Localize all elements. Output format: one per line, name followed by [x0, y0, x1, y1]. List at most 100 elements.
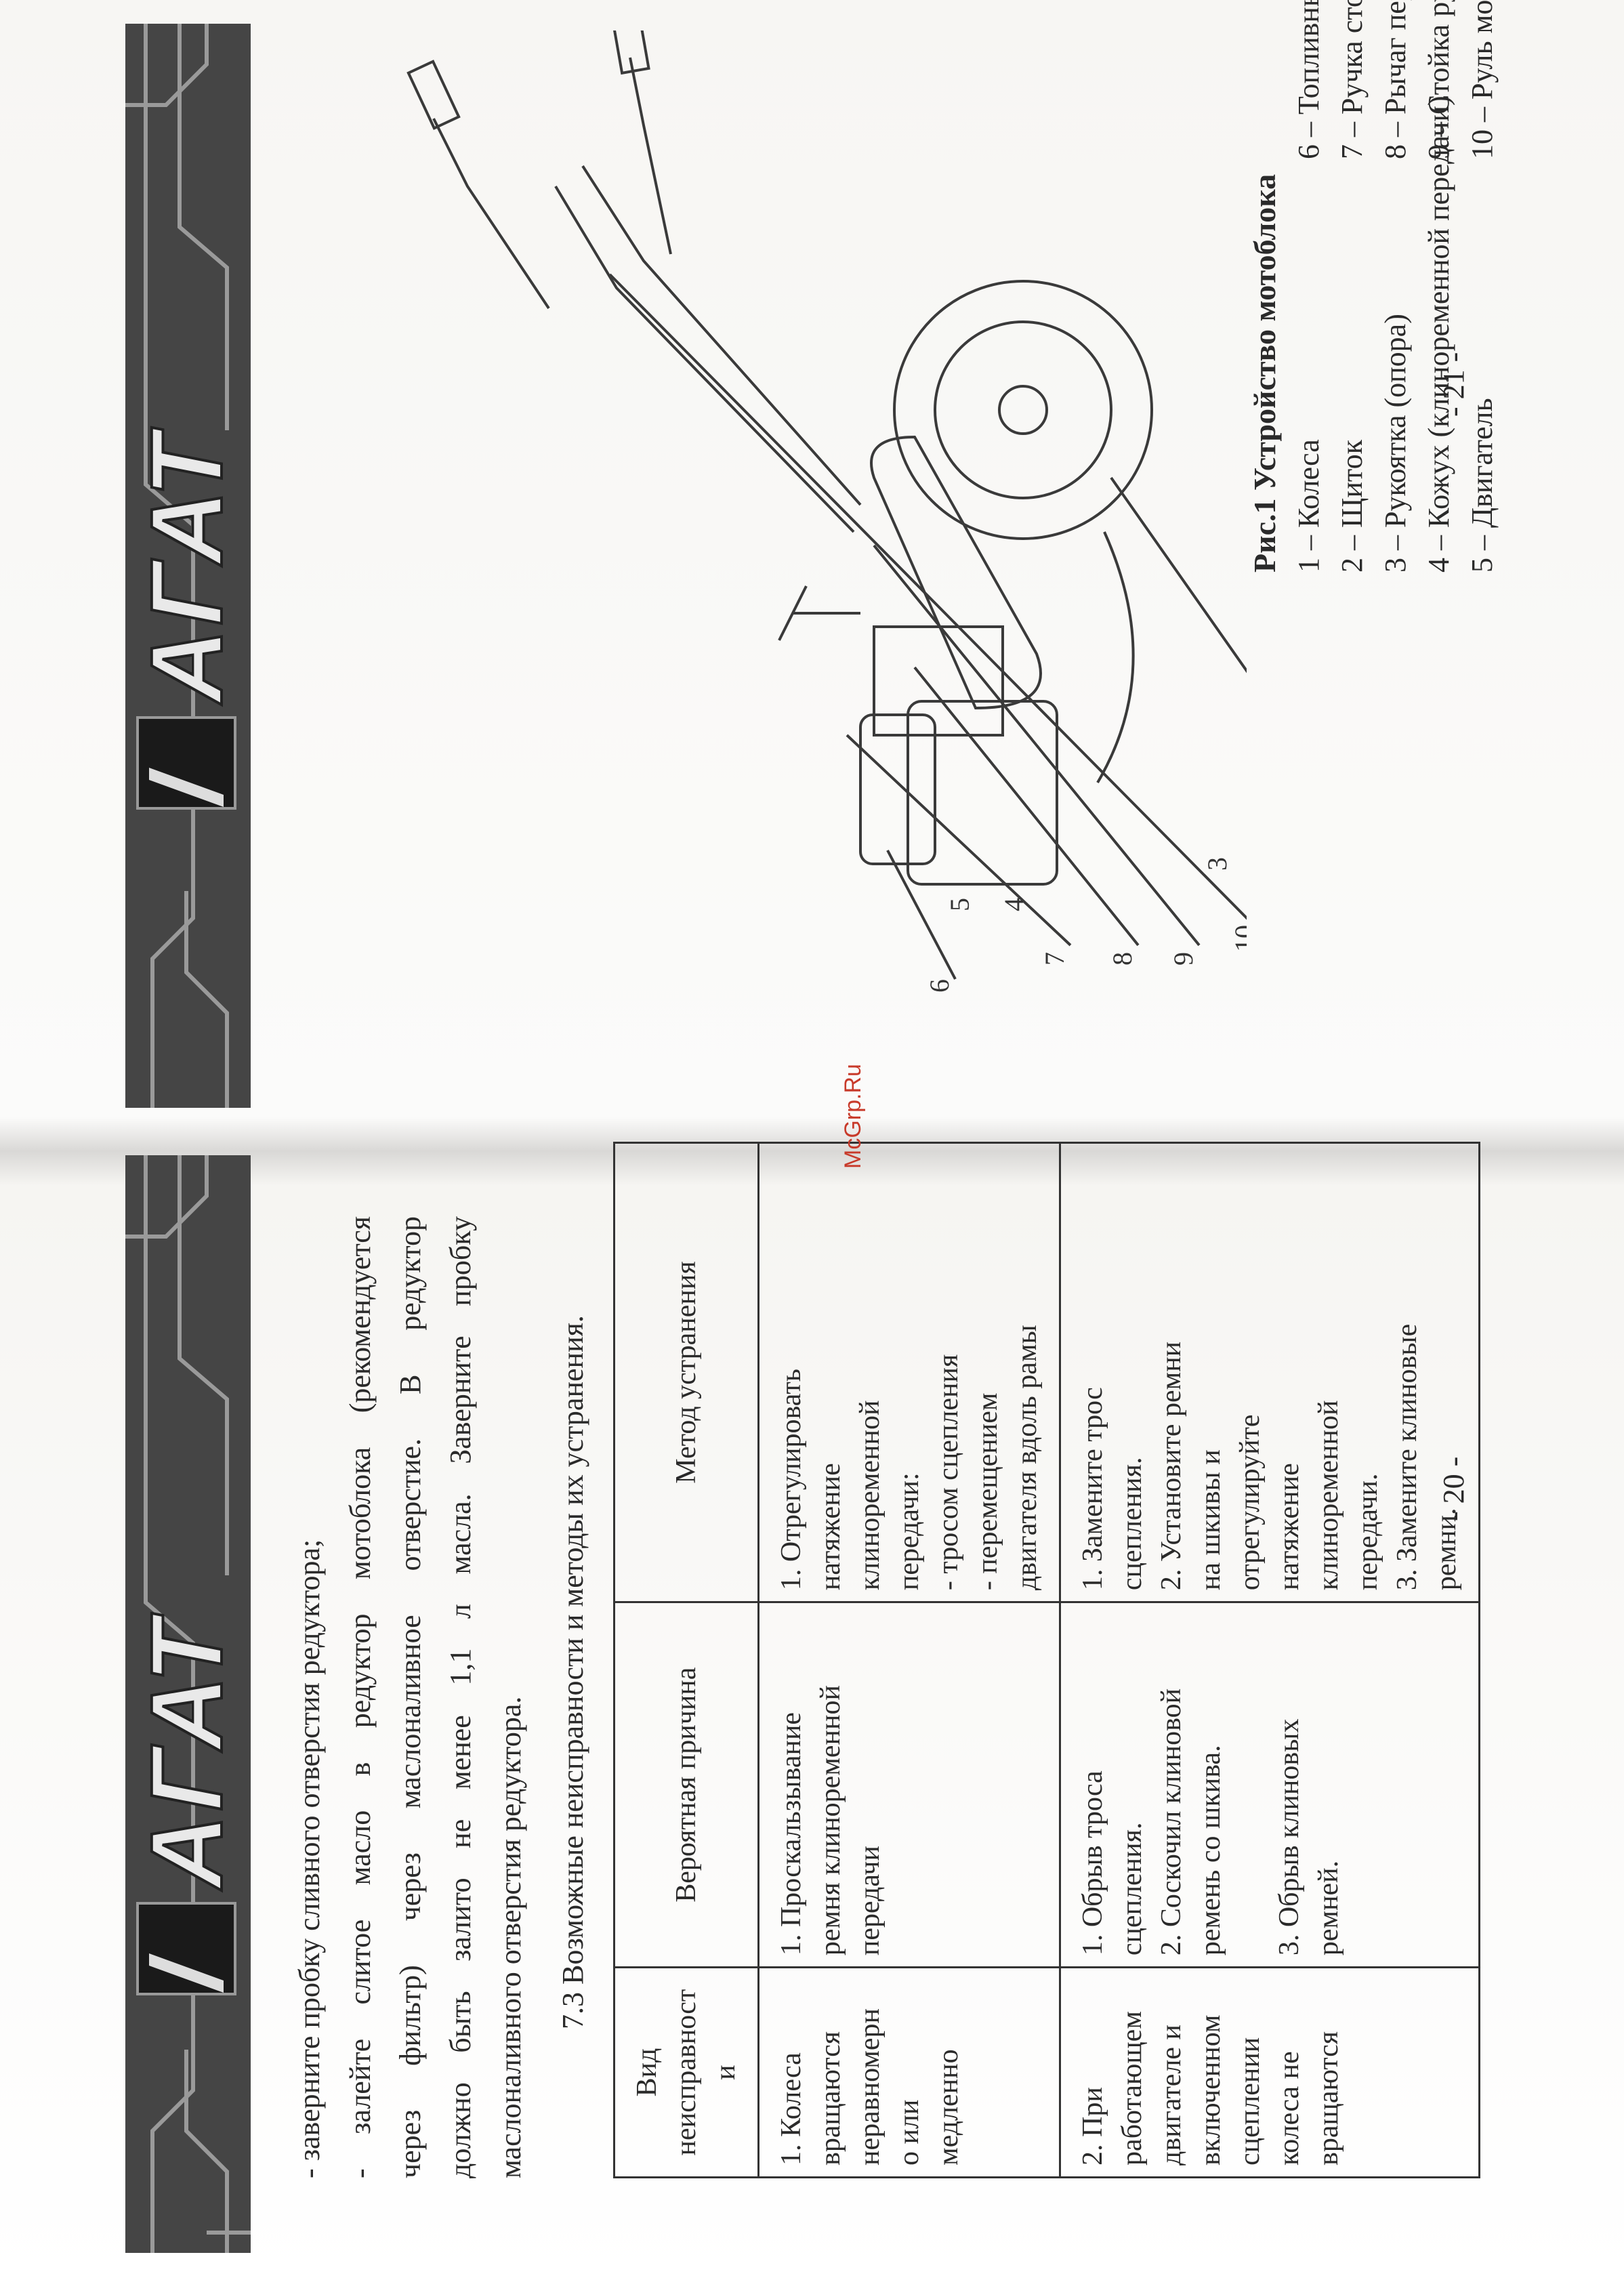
cell-line: 1. Замените трос: [1077, 1387, 1108, 1591]
brand-logo: АГАТ: [128, 429, 245, 810]
legend-item: 10 – Руль мотоблока: [1465, 0, 1499, 159]
bullet-line: через фильтр) через маслоналивное отверс…: [394, 1216, 427, 2178]
table-row: 1. Колеса вращаются неравномерн о или ме…: [758, 1142, 1060, 2178]
handlebar-column: [554, 185, 855, 533]
cell-line: 1. Отрегулировать: [776, 1369, 807, 1591]
cell-line: на шкивы и: [1195, 1449, 1226, 1591]
cell-line: - перемещением: [972, 1392, 1003, 1591]
legend-item: 3 – Рукоятка (опора): [1379, 314, 1412, 573]
callout-5: 5: [944, 898, 975, 911]
bullet-line: должно быть залито не менее 1,1 л масла.…: [444, 1216, 477, 2178]
legend-item: 9 – Стойка руля: [1422, 0, 1455, 159]
brand-mark-icon: [136, 716, 236, 810]
diagram-callouts: 6 7 8 9 10 5 4 3 2 1: [924, 857, 1247, 993]
callout-9: 9: [1168, 952, 1199, 966]
brand-logo: АГАТ: [128, 1615, 245, 1995]
header-remedy: Метод устранения: [614, 1142, 759, 1602]
cell-line: передачи: [854, 1846, 886, 1956]
bullet-line: маслоналивного отверстия редуктора.: [494, 1696, 527, 2178]
cell-line: о или: [894, 2099, 925, 2165]
legend-item: 6 – Топливный бак: [1292, 0, 1325, 159]
cell-line: неравномерн: [854, 2008, 886, 2165]
cell-line: вращаются: [1313, 2031, 1344, 2165]
legend-item: 4 – Кожух (клиноременной передачи): [1422, 96, 1455, 573]
fault-table: Вид неисправност и Вероятная причина Мет…: [613, 1142, 1480, 2178]
cell-line: 2. Соскочил клиновой: [1156, 1688, 1187, 1956]
leader-1: [1110, 476, 1247, 865]
section-title: 7.3 Возможные неисправности и методы их …: [556, 1315, 589, 2029]
page-right: АГАТ: [0, 0, 1624, 1108]
cell-cause: 1. Проскальзывание ремня клиноременной п…: [758, 1602, 1060, 1968]
legend-item: 8 – Рычаг переключения передач: [1374, 0, 1417, 159]
grip-right: [610, 30, 650, 75]
bullet-line: - заверните пробку сливного отверстия ре…: [293, 1539, 326, 2178]
cell-line: 3. Обрыв клиновых: [1274, 1718, 1305, 1956]
header-band: [125, 1155, 251, 2253]
handlebar-left: [432, 118, 550, 310]
watermark: McGrp.Ru: [840, 1064, 866, 1169]
cell-line: сцеплении: [1234, 2037, 1266, 2165]
belt-cover: [870, 435, 1042, 710]
cell-line: натяжение: [1274, 1463, 1305, 1591]
page-number-left: - 20 -: [1437, 1456, 1470, 1521]
callout-8: 8: [1107, 952, 1138, 966]
table-header-row: Вид неисправност и Вероятная причина Мет…: [614, 1142, 759, 2178]
wheel-outer: [893, 280, 1153, 540]
bullet-drain-plug: - заверните пробку сливного отверстия ре…: [285, 1216, 335, 2178]
wheel-rim: [934, 320, 1112, 499]
cell-line: 3. Замените клиновые: [1392, 1323, 1423, 1591]
cell-line: ремень со шкива.: [1195, 1745, 1226, 1956]
cell-cause: 1. Обрыв троса сцепления. 2. Соскочил кл…: [1060, 1602, 1480, 1968]
motoblock-diagram: 6 7 8 9 10 5 4 3 2 1: [407, 30, 1247, 993]
leader-9: [873, 544, 1201, 947]
brand-mark-icon: [136, 1902, 236, 1995]
cell-line: ремни.: [1431, 1508, 1462, 1591]
wheel-hub: [998, 385, 1048, 435]
grip-left: [407, 60, 461, 130]
cell-remedy: 1. Отрегулировать натяжение клиноременно…: [758, 1142, 1060, 1602]
cell-line: двигателя вдоль рамы: [1012, 1325, 1043, 1591]
callout-4: 4: [999, 898, 1029, 911]
bullet-fill-oil: - залейте слитое масло в редуктор мотобл…: [335, 1216, 536, 2178]
cell-line: вращаются: [815, 2031, 846, 2165]
cell-line: 2. Установите ремни: [1156, 1341, 1187, 1591]
cell-line: передачи:: [894, 1472, 925, 1591]
cell-line: натяжение: [815, 1463, 846, 1591]
cell-line: передачи.: [1352, 1473, 1383, 1591]
cell-line: двигателе и: [1156, 2024, 1187, 2165]
cell-line: ремней.: [1313, 1860, 1344, 1956]
brand-logo-text: АГАТ: [128, 429, 245, 704]
cell-line: сцепления.: [1117, 1822, 1148, 1956]
cell-line: ремня клиноременной: [815, 1685, 846, 1956]
table-row: 2. При работающем двигателе и включенном…: [1060, 1142, 1480, 2178]
cell-remedy: 1. Замените трос сцепления. 2. Установит…: [1060, 1142, 1480, 1602]
cell-fault: 2. При работающем двигателе и включенном…: [1060, 1967, 1480, 2178]
motoblock-drawing: [407, 30, 1247, 980]
callout-10: 10: [1229, 925, 1247, 952]
leader-6: [886, 850, 957, 980]
legend-left: 1 – Колеса 2 – Щиток 3 – Рукоятка (опора…: [1287, 96, 1504, 573]
callout-3: 3: [1202, 857, 1232, 871]
cell-line: клиноременной: [854, 1400, 886, 1591]
cell-line: сцепления.: [1117, 1457, 1148, 1591]
leader-7: [846, 734, 1072, 947]
fuel-tank: [859, 713, 936, 865]
cell-line: [1230, 1614, 1270, 1955]
leader-8: [913, 666, 1140, 947]
page-left: АГАТ - заверните пробку сливного отверст…: [0, 1142, 1624, 2253]
header-band-pattern: [125, 1155, 251, 2253]
cell-line: 1. Обрыв троса: [1077, 1770, 1108, 1956]
leader-10: [608, 273, 1247, 933]
handlebar-column-rear: [581, 165, 862, 506]
callout-6: 6: [924, 979, 955, 993]
cell-line: работающем: [1117, 2011, 1148, 2165]
guard: [1096, 531, 1135, 784]
cell-line: 1. Колеса: [776, 2052, 807, 2165]
legend-right: 6 – Топливный бак 7 – Ручка стойки руля …: [1287, 0, 1504, 159]
cell-line: отрегулируйте: [1234, 1414, 1266, 1591]
handlebar-right: [629, 57, 672, 255]
cell-line: медленно: [933, 2049, 964, 2165]
engine-body: [907, 700, 1058, 886]
cell-line: 1. Проскальзывание: [776, 1712, 807, 1956]
